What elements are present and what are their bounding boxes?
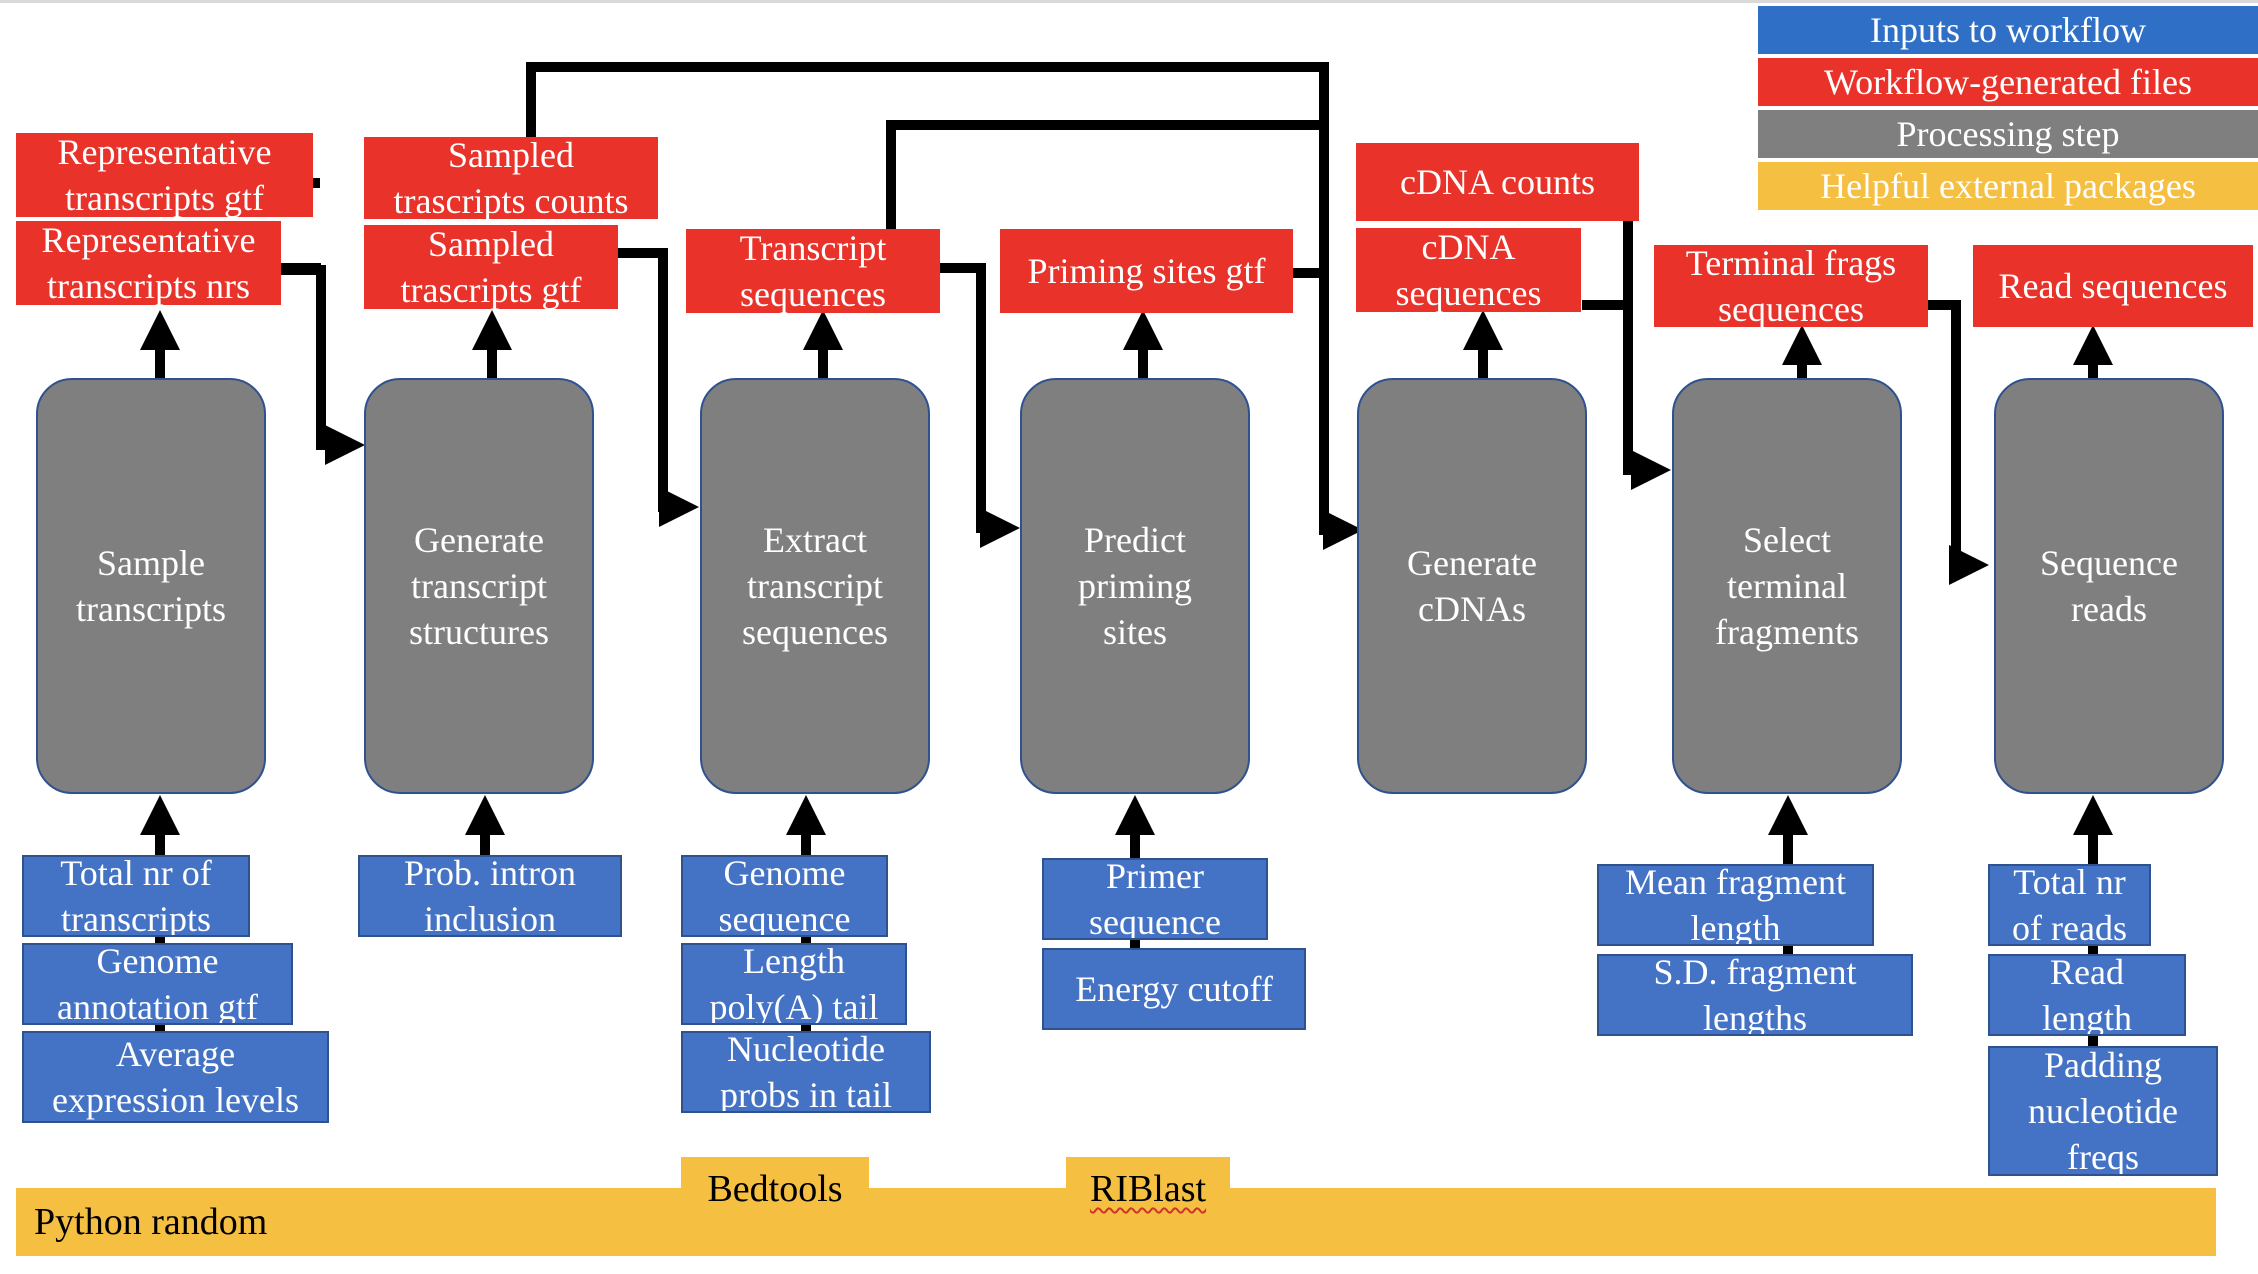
step-generate-cdnas: Generate cDNAs [1357,378,1587,794]
input-prob-intron-inclusion: Prob. intron inclusion [358,855,622,937]
connector-counts-to-cdna [526,62,1329,273]
input-total-nr-of-reads: Total nr of reads [1988,864,2151,946]
connector-sampled-to-extract [617,248,699,527]
output-cdna-counts: cDNA counts [1356,143,1639,221]
package-python-random-label: Python random [34,1201,268,1243]
legend-packages: Helpful external packages [1758,162,2258,210]
output-priming-sites-gtf: Priming sites gtf [1000,229,1293,313]
package-python-random: Python random [16,1188,2216,1256]
output-read-sequences: Read sequences [1973,245,2253,327]
output-sampled-transcripts-counts: Sampled trascripts counts [364,137,658,219]
output-transcript-sequences: Transcript sequences [686,229,940,313]
input-mean-fragment-length: Mean fragment length [1597,864,1874,946]
connector-transcripts-to-cdna [886,120,1324,230]
legend-processing: Processing step [1758,110,2258,158]
step-sample-transcripts: Sample transcripts [36,378,266,794]
input-length-polya-tail: Length poly(A) tail [681,943,907,1025]
connector-terminal-to-seq [1928,300,1989,585]
step-select-terminal-fragments: Select terminal fragments [1672,378,1902,794]
input-average-expression-levels: Average expression levels [22,1031,329,1123]
package-riblast-label: RIBlast [1089,1168,1207,1210]
output-terminal-frags-sequences: Terminal frags sequences [1654,245,1928,327]
input-total-nr-of-transcripts: Total nr of transcripts [22,855,250,937]
output-representative-transcripts-nrs: Representative transcripts nrs [16,221,281,305]
input-read-length: Read length [1988,954,2186,1036]
top-divider [0,0,2258,3]
input-primer-sequence: Primer sequence [1042,858,1268,940]
package-bedtools: Bedtools [681,1157,869,1221]
input-genome-sequence: Genome sequence [681,855,888,937]
connector-rep-to-structures [281,265,365,465]
step-predict-priming-sites: Predict priming sites [1020,378,1250,794]
legend-inputs: Inputs to workflow [1758,6,2258,54]
output-representative-transcripts-gtf: Representative transcripts gtf [16,133,313,217]
output-cdna-sequences: cDNA sequences [1356,228,1581,312]
input-energy-cutoff: Energy cutoff [1042,948,1306,1030]
legend-generated: Workflow-generated files [1758,58,2258,106]
step-sequence-reads: Sequence reads [1994,378,2224,794]
connector-transcripts-to-predict [940,263,1020,548]
output-sampled-transcripts-gtf: Sampled trascripts gtf [364,225,618,309]
connector-cdna-to-select [1582,300,1671,490]
step-extract-transcript-sequences: Extract transcript sequences [700,378,930,794]
input-padding-nucleotide-freqs: Padding nucleotide freqs [1988,1046,2218,1176]
input-nucleotide-probs-in-tail: Nucleotide probs in tail [681,1031,931,1113]
input-genome-annotation-gtf: Genome annotation gtf [22,943,293,1025]
input-sd-fragment-lengths: S.D. fragment lengths [1597,954,1913,1036]
package-riblast: RIBlast [1066,1157,1230,1221]
step-generate-transcript-structures: Generate transcript structures [364,378,594,794]
connector-priming-to-cdna [1293,268,1363,550]
